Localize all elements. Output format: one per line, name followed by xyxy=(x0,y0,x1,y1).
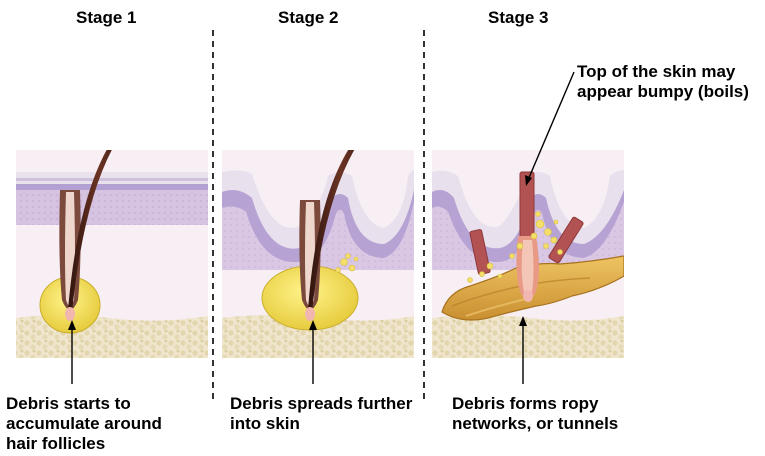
stage-1-hair xyxy=(68,150,112,312)
stage-3-title: Stage 3 xyxy=(488,8,549,27)
stage-1-skin-panel xyxy=(16,150,208,358)
stage-2-hair xyxy=(308,150,355,312)
arrow-stage-2 xyxy=(309,320,317,384)
stage-2-title: Stage 2 xyxy=(278,8,339,27)
callout-boils: Top of the skin may appear bumpy (boils) xyxy=(577,62,749,101)
arrow-stage-3 xyxy=(519,316,527,384)
stage-2-debris-dots xyxy=(335,253,359,273)
stage-3-skin-panel xyxy=(432,150,624,358)
stage-1-caption: Debris starts to accumulate around hair … xyxy=(6,394,162,453)
stage-1-title: Stage 1 xyxy=(76,8,137,27)
stage-2-skin-panel xyxy=(222,150,414,358)
arrow-stage-1 xyxy=(68,320,76,384)
arrow-callout xyxy=(525,71,575,186)
stage-3-caption: Debris forms ropy networks, or tunnels xyxy=(452,394,619,433)
stage-2-caption: Debris spreads further into skin xyxy=(230,394,413,433)
stage-3-debris-dots xyxy=(467,211,563,283)
